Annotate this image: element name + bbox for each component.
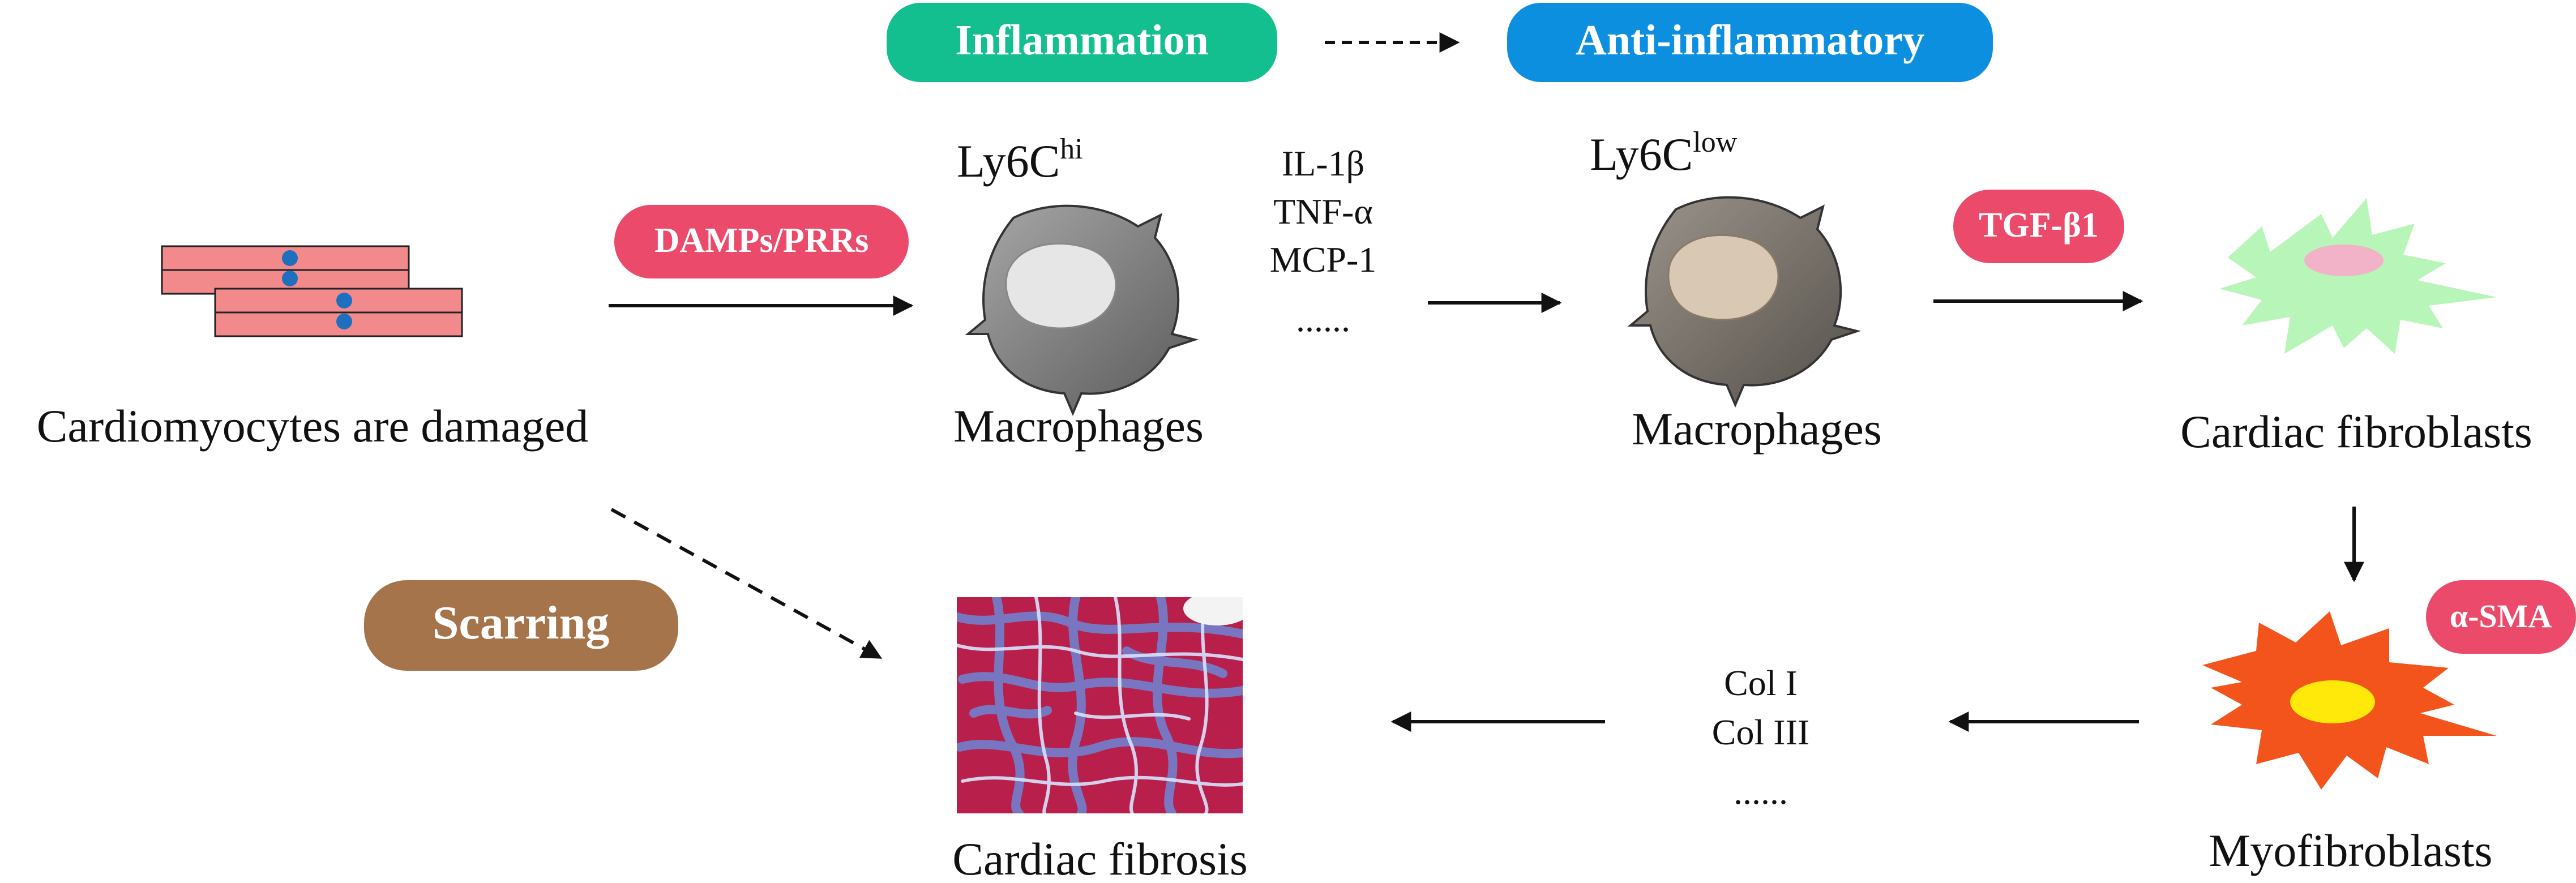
macrophage-cell-icon (965, 204, 1199, 417)
tgf-beta1-badge-bg (1953, 190, 2124, 263)
damps-prrs-label: DAMPs/PRRs (654, 221, 869, 260)
vessel-lumen (1183, 597, 1243, 625)
cardiomyocytes-label: Cardiomyocytes are damaged (37, 400, 589, 452)
cytokine-list: IL-1β TNF-α MCP-1 ...... (1270, 143, 1377, 339)
macrophage-nucleus (1005, 242, 1117, 329)
nucleus (336, 293, 352, 308)
anti-inflammatory-pill: Anti-inflammatory (1507, 3, 1993, 82)
cytokine-item: TNF-α (1273, 191, 1373, 232)
damps-prrs-badge: DAMPs/PRRs (614, 205, 909, 278)
macrophage-hi-label: Macrophages (953, 400, 1204, 452)
myofibroblasts-label: Myofibroblasts (2209, 825, 2492, 876)
macrophage-nucleus (1667, 234, 1779, 321)
anti-inflammatory-pill-bg (1507, 3, 1993, 82)
nucleus (282, 250, 298, 266)
macrophage-cell-icon (1627, 196, 1862, 408)
collagen-item: Col I (1724, 663, 1798, 703)
alpha-sma-badge-bg (2426, 580, 2576, 654)
macrophage-low-label: Macrophages (1632, 403, 1882, 455)
inflammation-pill: Inflammation (887, 3, 1277, 82)
nucleus (282, 271, 298, 286)
alpha-sma-label: α-SMA (2450, 598, 2552, 635)
scarring-pill: Scarring (364, 580, 678, 671)
myofibroblast-nucleus (2290, 680, 2375, 723)
myofibroblast-cell-icon (2202, 611, 2497, 790)
cytokine-item: ...... (1296, 299, 1350, 339)
collagen-fibers-blue (957, 597, 1243, 813)
muscle-cell-icon (161, 245, 463, 337)
collagen-fibers-light (957, 597, 1243, 813)
cytokine-item: MCP-1 (1270, 239, 1377, 280)
tgf-beta1-label: TGF-β1 (1979, 206, 2099, 245)
collagen-list: Col I Col III ...... (1712, 663, 1809, 812)
anti-inflammatory-pill-label: Anti-inflammatory (1576, 16, 1924, 64)
alpha-sma-badge: α-SMA (2426, 580, 2576, 654)
histology-image-icon (957, 597, 1243, 813)
nucleus (336, 314, 352, 329)
cytokine-item: IL-1β (1282, 143, 1364, 183)
cardiac-fibrosis-label: Cardiac fibrosis (952, 833, 1247, 883)
tgf-beta1-badge: TGF-β1 (1953, 190, 2124, 263)
inflammation-pill-label: Inflammation (955, 16, 1209, 64)
ly6c-hi-marker: Ly6Chi (957, 133, 1083, 187)
collagen-item: Col III (1712, 712, 1809, 752)
cardiac-fibroblasts-label: Cardiac fibroblasts (2180, 406, 2532, 457)
fibroblast-body (2219, 198, 2497, 354)
inflammation-pill-bg (887, 3, 1277, 82)
collagen-item: ...... (1734, 771, 1788, 812)
damps-prrs-badge-bg (614, 205, 909, 278)
cardiomyocyte-fiber (214, 288, 463, 314)
fibroblast-nucleus (2304, 245, 2384, 276)
fibroblast-cell-icon (2219, 198, 2497, 354)
scarring-pill-bg (364, 580, 678, 671)
scarring-pill-label: Scarring (433, 597, 610, 649)
ly6c-low-marker: Ly6Clow (1590, 126, 1738, 180)
